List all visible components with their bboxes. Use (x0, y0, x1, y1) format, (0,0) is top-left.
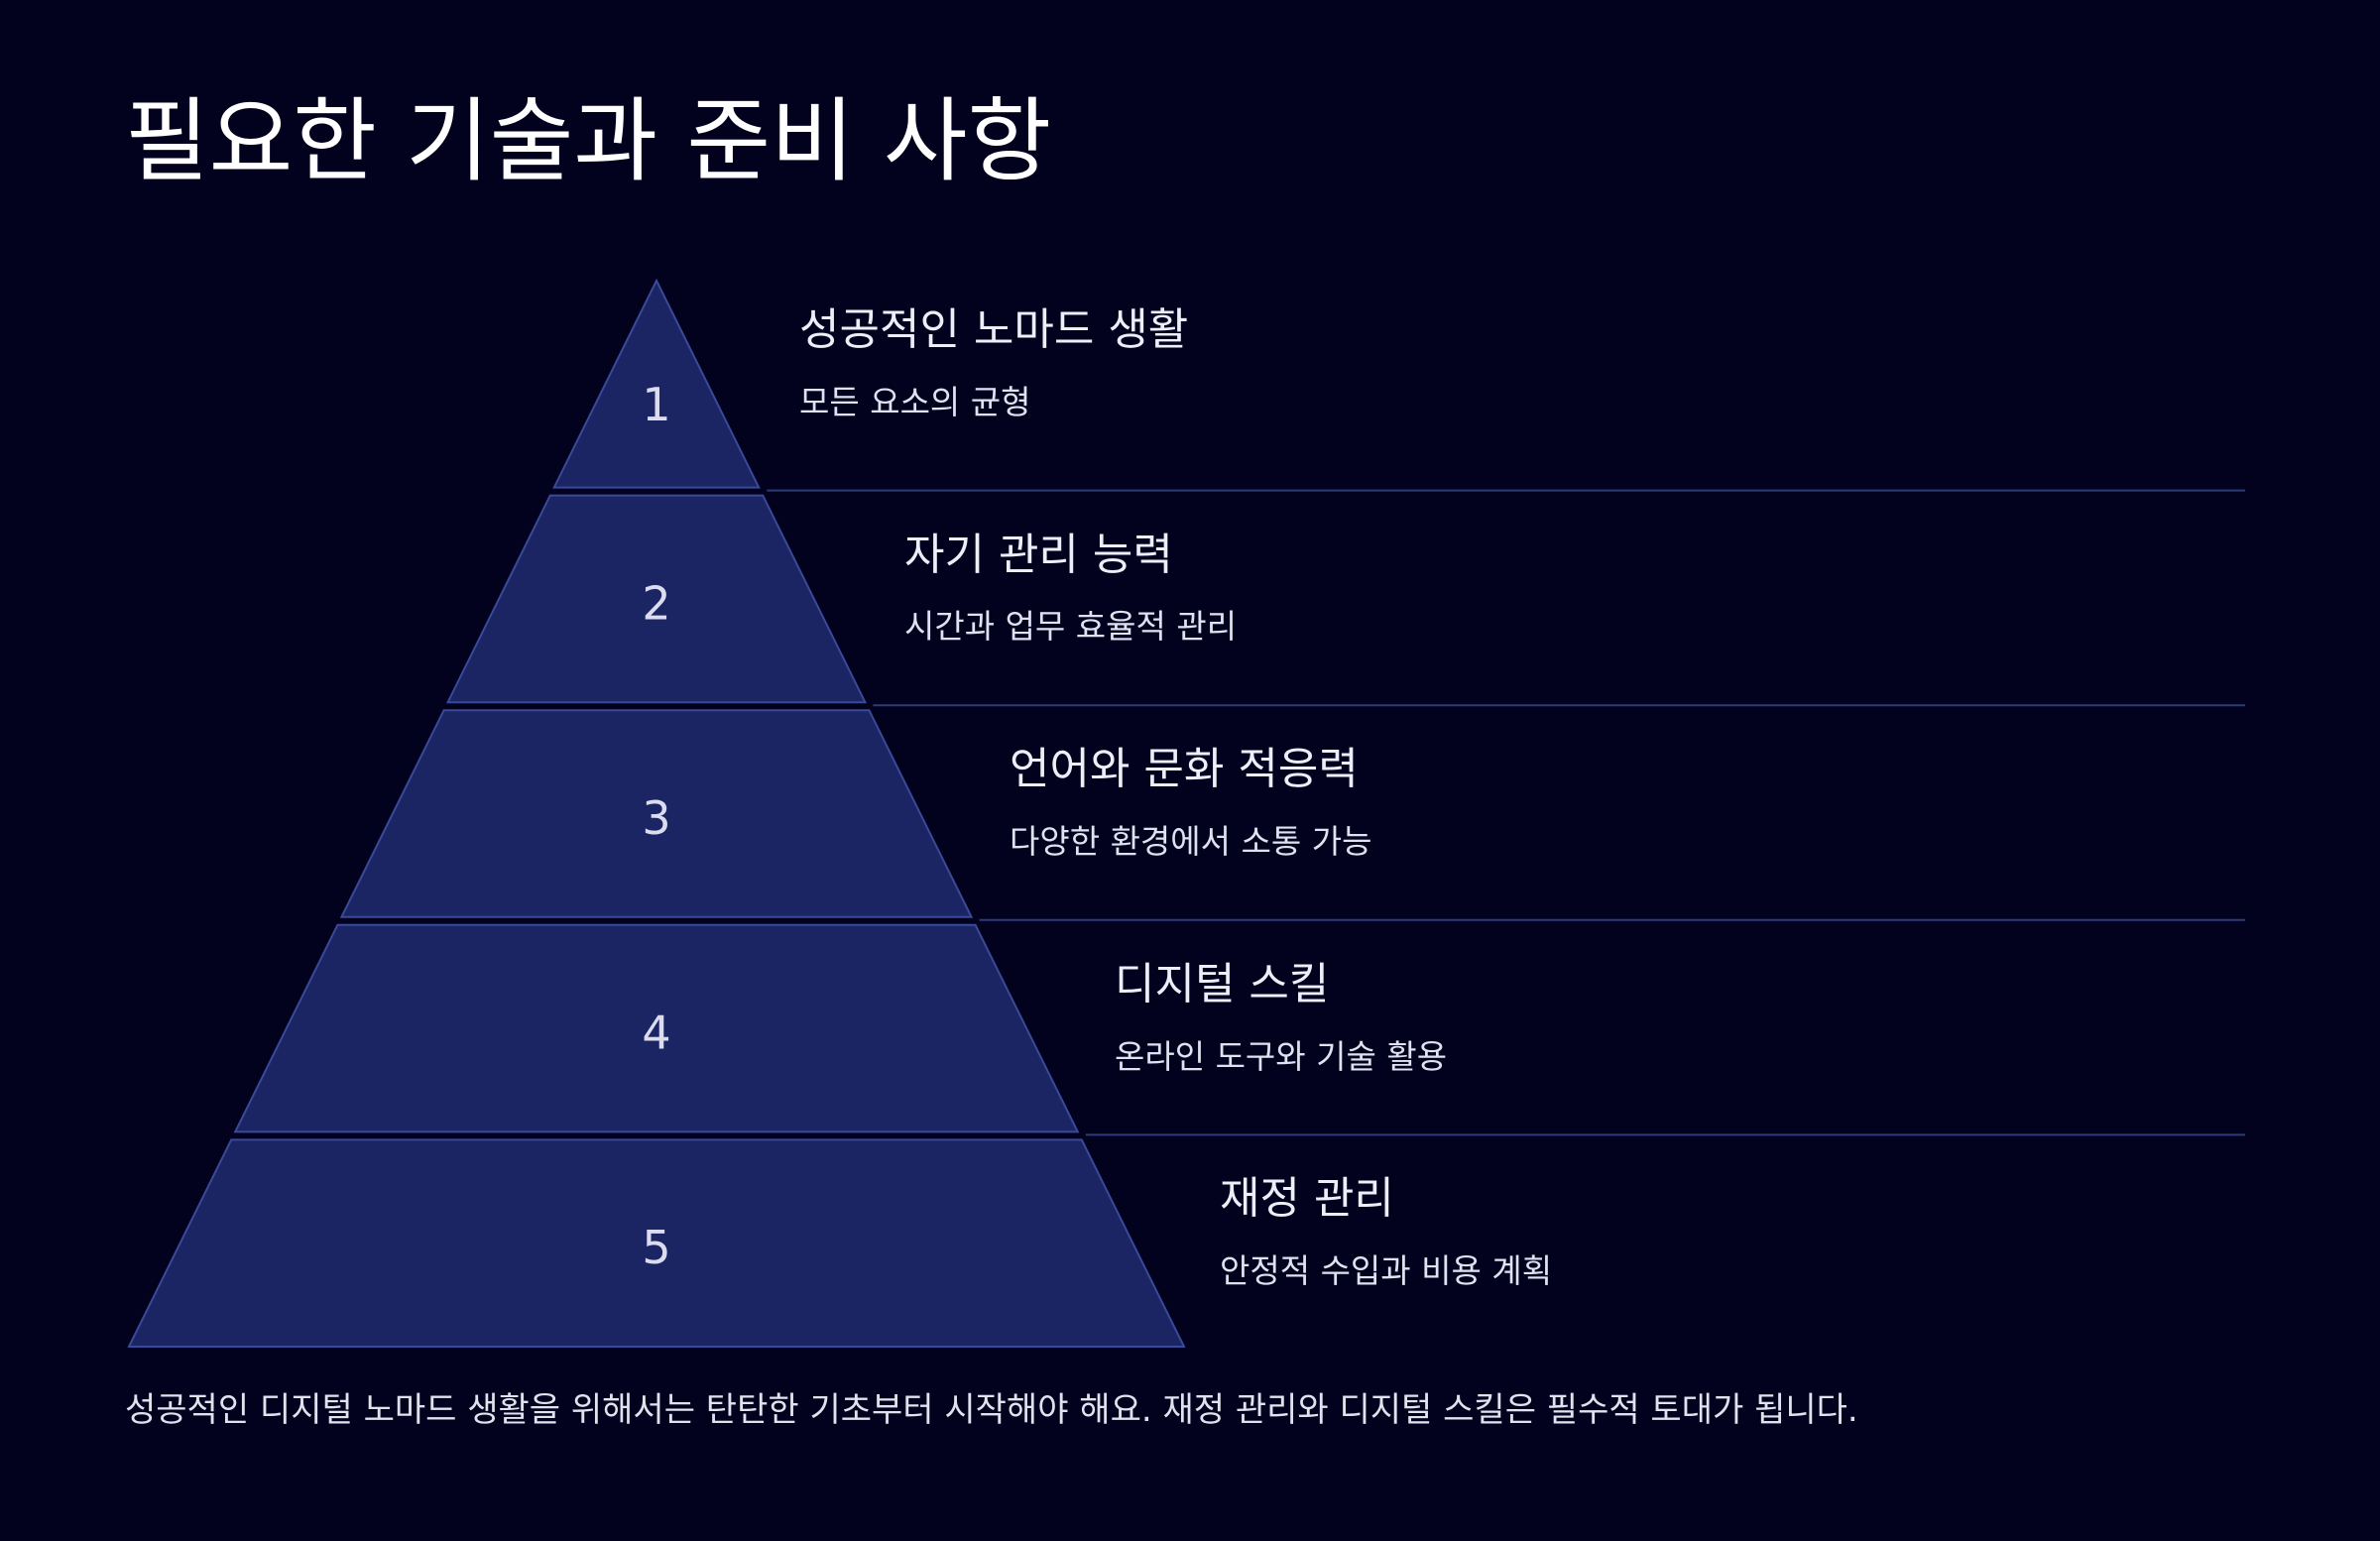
level-heading: 자기 관리 능력 (904, 529, 1173, 580)
tier-number-2: 2 (642, 576, 670, 630)
tier-number-4: 4 (642, 1007, 670, 1060)
tier-number-5: 5 (642, 1221, 670, 1274)
level-description: 온라인 도구와 기술 활용 (1115, 1036, 1448, 1076)
pyramid-tier-2 (445, 494, 868, 704)
level-heading: 디지털 스킬 (1115, 958, 1330, 1009)
pyramid-tier-4 (233, 923, 1080, 1133)
level-description: 다양한 환경에서 소통 가능 (1010, 821, 1372, 861)
level-description: 시간과 업무 효율적 관리 (904, 607, 1238, 647)
level-heading: 언어와 문화 적응력 (1010, 744, 1359, 795)
pyramid-tier-5 (127, 1138, 1186, 1348)
level-heading: 성공적인 노마드 생활 (799, 304, 1189, 355)
footer-note: 성공적인 디지털 노마드 생활을 위해서는 탄탄한 기초부터 시작해야 해요. … (125, 1390, 1858, 1430)
pyramid-tier-3 (339, 709, 974, 918)
pyramid-tier-1 (552, 278, 761, 489)
level-description: 모든 요소의 균형 (799, 382, 1031, 421)
page-title: 필요한 기술과 준비 사항 (125, 88, 1052, 194)
level-description: 안정적 수입과 비용 계획 (1220, 1251, 1553, 1291)
level-heading: 재정 관리 (1220, 1173, 1394, 1225)
tier-number-3: 3 (642, 791, 670, 845)
tier-number-1: 1 (642, 378, 670, 431)
